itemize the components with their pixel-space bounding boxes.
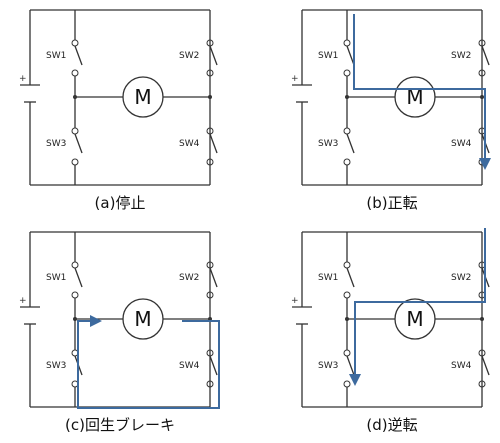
caption-c: (c)回生ブレーキ — [65, 416, 175, 434]
current-flow-path-b — [353, 14, 491, 170]
sw3-label-a: SW3 — [46, 139, 66, 149]
sw2-label-b: SW2 — [451, 51, 471, 61]
sw4-label-c: SW4 — [179, 361, 200, 371]
sw4-label-a: SW4 — [179, 139, 200, 149]
battery-plus-b: + — [291, 74, 299, 84]
current-flow-path-d — [349, 228, 486, 386]
motor-label-d: M — [406, 307, 423, 331]
sw4-label-d: SW4 — [451, 361, 472, 371]
current-flow-path-c — [77, 315, 220, 409]
caption-b: (b)正転 — [366, 194, 417, 212]
circuit-d — [291, 231, 490, 408]
sw2-label-a: SW2 — [179, 51, 199, 61]
panel-b-forward: + SW1 SW2 SW3 SW4 M (b)正転 — [291, 9, 491, 212]
sw1-label-c: SW1 — [46, 273, 66, 283]
motor-label-a: M — [134, 85, 151, 109]
caption-a: (a)停止 — [95, 194, 146, 212]
battery-plus-d: + — [291, 296, 299, 306]
sw3-label-b: SW3 — [318, 139, 338, 149]
motor-label-b: M — [406, 85, 423, 109]
sw1-label-a: SW1 — [46, 51, 66, 61]
battery-plus-a: + — [19, 74, 27, 84]
circuit-a — [19, 9, 218, 186]
sw2-label-c: SW2 — [179, 273, 199, 283]
battery-plus-c: + — [19, 296, 27, 306]
panel-a-stop: + SW1 SW2 SW3 SW4 M (a)停止 — [19, 9, 218, 212]
sw2-label-d: SW2 — [451, 273, 471, 283]
caption-d: (d)逆転 — [366, 416, 417, 434]
circuit-c — [19, 231, 218, 408]
motor-label-c: M — [134, 307, 151, 331]
sw1-label-d: SW1 — [318, 273, 338, 283]
sw3-label-d: SW3 — [318, 361, 338, 371]
sw1-label-b: SW1 — [318, 51, 338, 61]
sw4-label-b: SW4 — [451, 139, 472, 149]
sw3-label-c: SW3 — [46, 361, 66, 371]
circuit-b — [291, 9, 490, 186]
panel-c-regenerative-brake: + SW1 SW2 SW3 SW4 M (c)回生ブレーキ — [19, 231, 220, 434]
panel-d-reverse: + SW1 SW2 SW3 SW4 M (d)逆転 — [291, 228, 490, 434]
